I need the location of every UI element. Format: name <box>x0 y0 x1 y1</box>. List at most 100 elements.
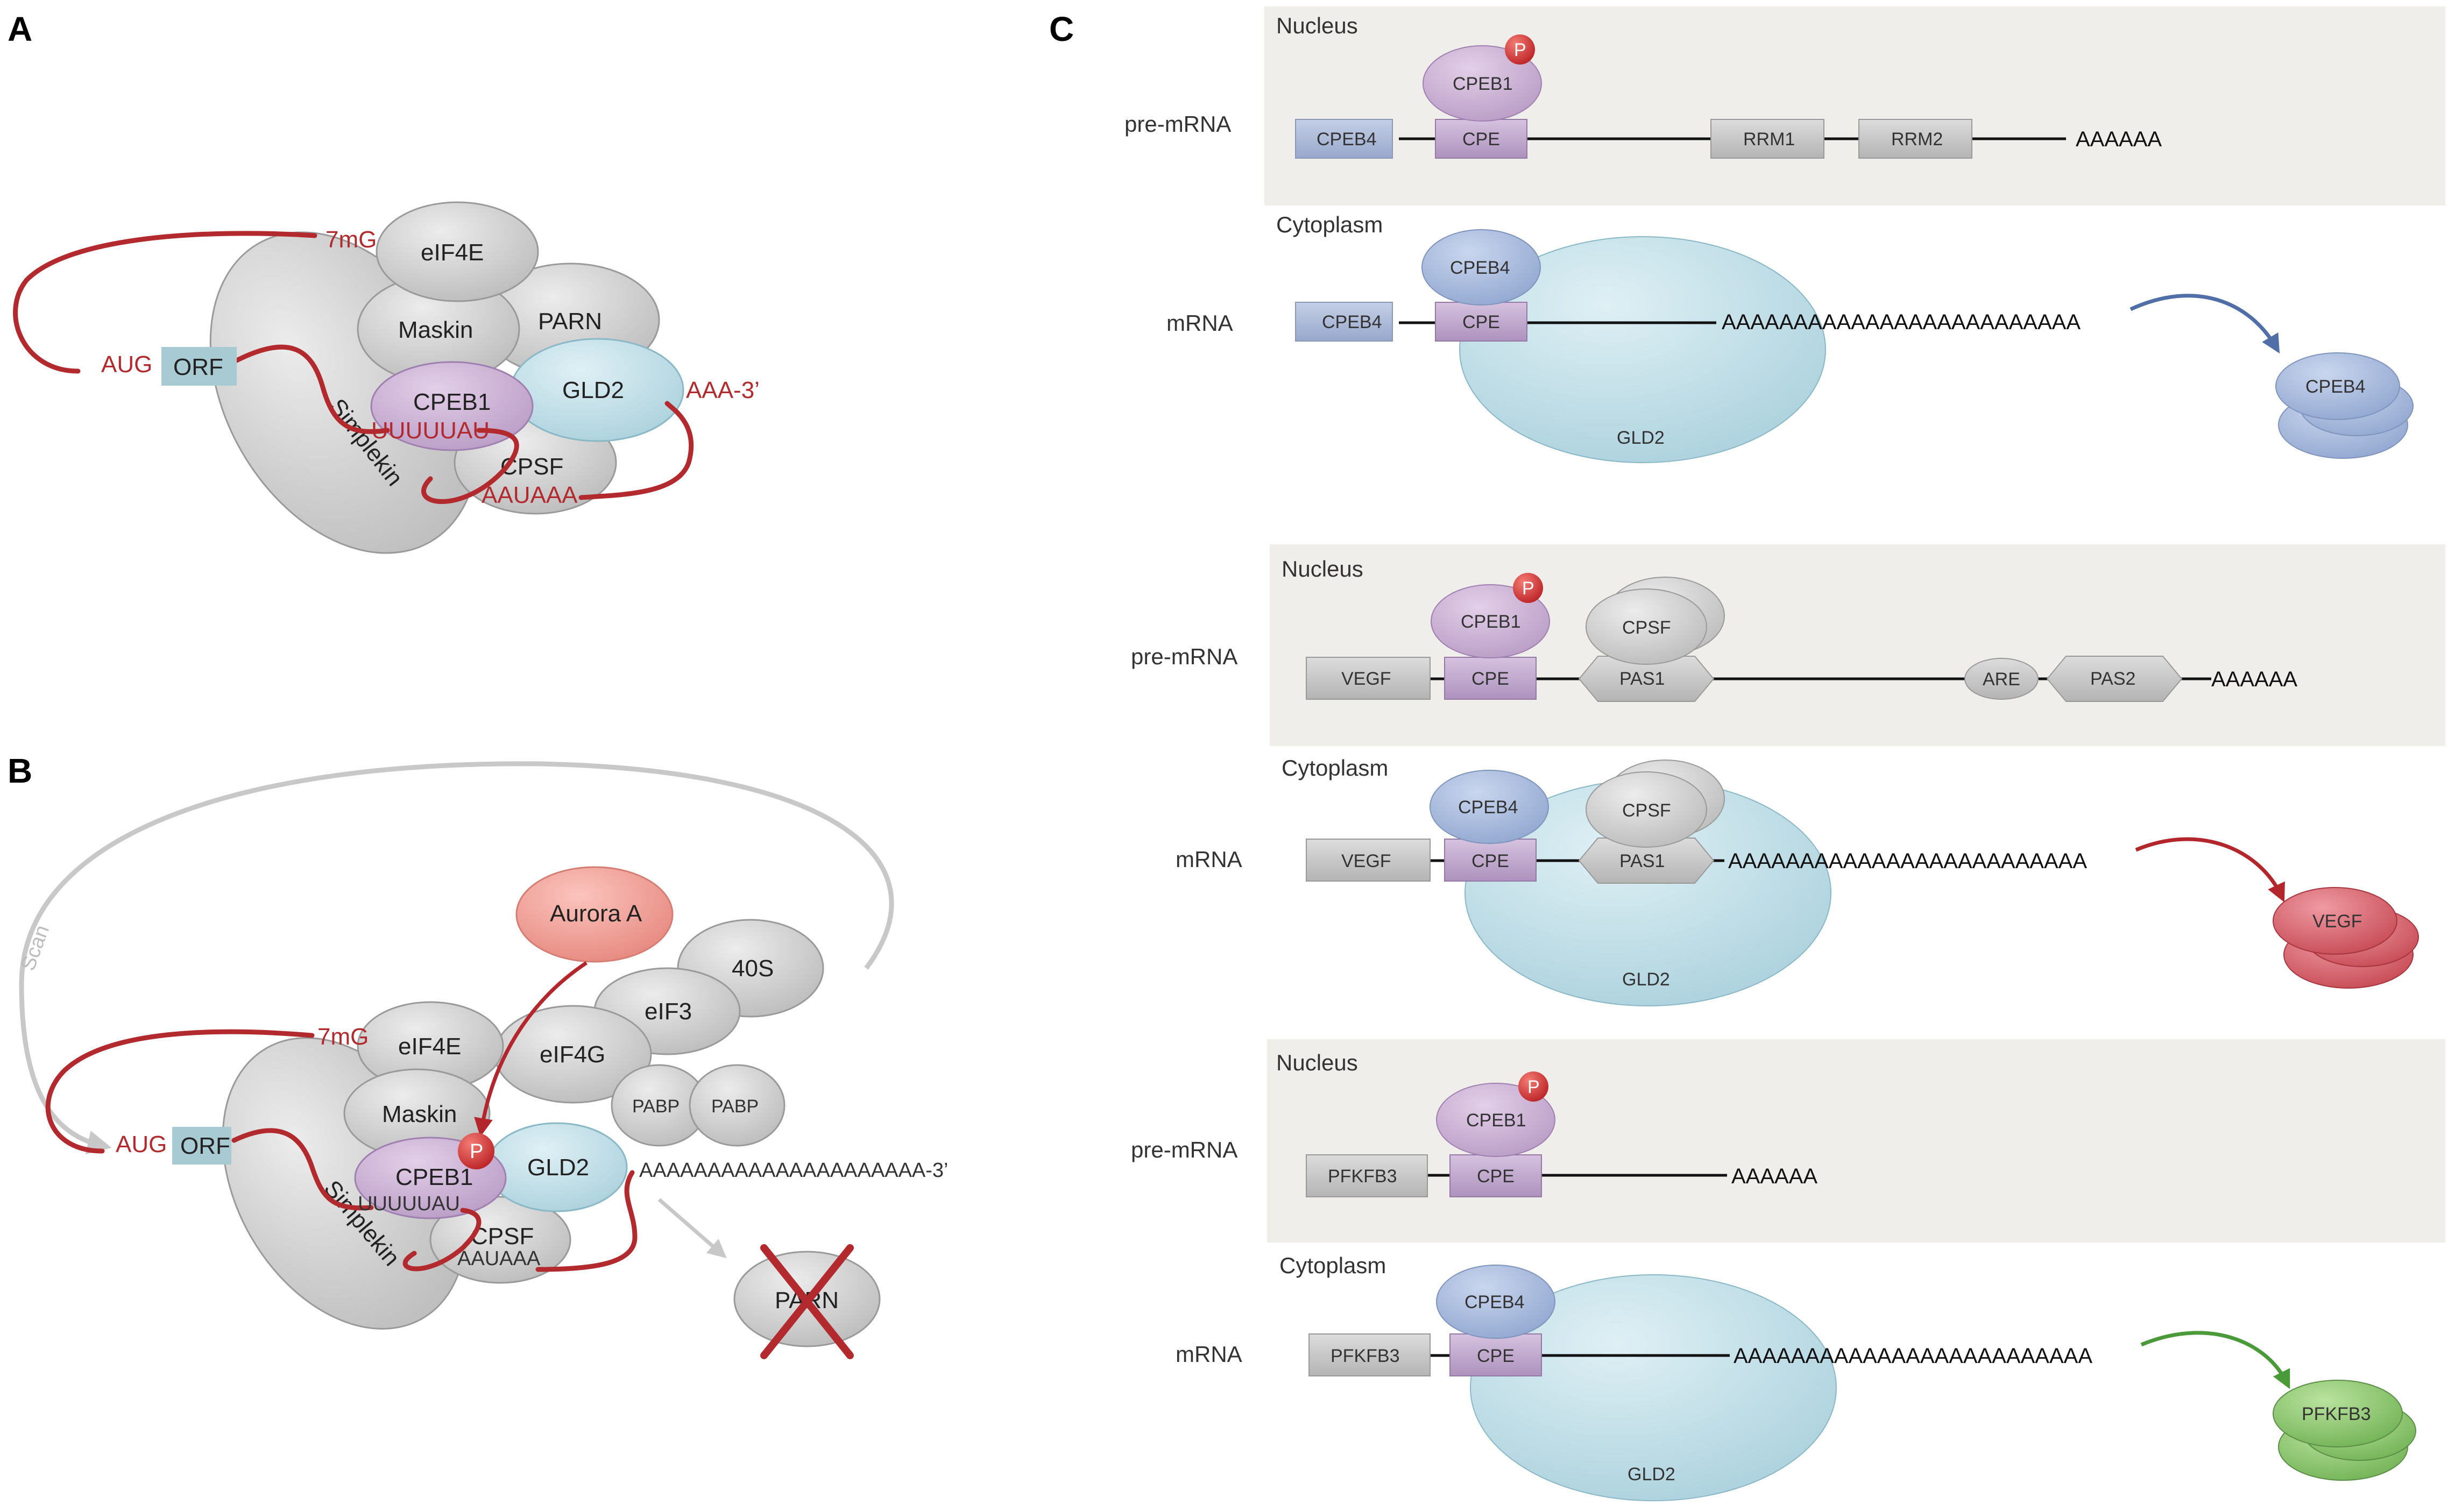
m-vegf-exon-label-2: VEGF <box>1341 851 1391 871</box>
phosphate-icon-3 <box>1518 1071 1548 1102</box>
cpeb1-protein-label-3: CPEB1 <box>1466 1110 1526 1131</box>
m-cpe-label-1: CPE <box>1462 312 1500 332</box>
m-tail-1: AAAAAAAAAAAAAAAAAAAAAAAAA <box>1722 310 2081 334</box>
aug-label-a: AUG <box>101 351 152 378</box>
m-cpeb4-protein-1 <box>1421 229 1541 306</box>
m-tail-2: AAAAAAAAAAAAAAAAAAAAAAAAA <box>1728 849 2087 873</box>
cap-label-a: 7mG <box>326 226 377 253</box>
cpeb1-shape <box>370 361 534 451</box>
nucleus-label-3: Nucleus <box>1276 1050 1358 1075</box>
pas-seq-b: AAUAAA <box>457 1247 541 1270</box>
eif4e-label-b: eIF4E <box>398 1033 461 1060</box>
rrm1-box <box>1710 119 1824 159</box>
orf-label-a: ORF <box>173 354 223 380</box>
m-cpsf-label-2: CPSF <box>1622 800 1671 821</box>
cpe-box-2 <box>1444 657 1537 700</box>
m-cpe-box-1 <box>1435 302 1527 342</box>
scan-arc <box>19 761 894 1155</box>
cap-label-b: 7mG <box>317 1024 369 1050</box>
pre-mrna-label-2: pre-mRNA <box>1131 644 1237 669</box>
translation-arrow-1 <box>2129 294 2280 354</box>
orf-box-b <box>172 1127 231 1165</box>
gld2-label: GLD2 <box>562 377 624 403</box>
parn-label: PARN <box>538 308 602 335</box>
mrna-label-1: mRNA <box>1166 310 1233 336</box>
pas-seq-a: AAUAAA <box>482 482 578 508</box>
product-pfkfb3-front <box>2273 1380 2403 1447</box>
cpsf-label-2: CPSF <box>1622 617 1671 638</box>
m-cpeb4-exon-label-1: CPEB4 <box>1322 312 1382 332</box>
nucleus-label-2: Nucleus <box>1282 556 1363 581</box>
pas1-box-2 <box>1578 656 1715 702</box>
cpeb1-label: CPEB1 <box>413 389 491 415</box>
aurora-a-shape <box>515 866 674 963</box>
m-cpe-label-2: CPE <box>1471 851 1509 871</box>
phosphate-label-b: P <box>470 1140 483 1163</box>
cpeb1-protein-1 <box>1423 45 1542 122</box>
rrm1-label: RRM1 <box>1743 129 1795 150</box>
cpe-seq-b: UUUUUAU <box>358 1192 460 1215</box>
cpeb1-protein-label-2: CPEB1 <box>1461 612 1521 632</box>
pfkfb3-exon-label-3: PFKFB3 <box>1328 1166 1397 1187</box>
product-vegf-front <box>2273 887 2397 955</box>
m-pfkfb3-exon-3 <box>1308 1333 1431 1376</box>
m-cpsf-front-2 <box>1586 771 1707 848</box>
product-label-1: CPEB4 <box>2305 377 2366 397</box>
panel-b-letter: B <box>8 751 32 790</box>
m-vegf-exon-2 <box>1306 839 1431 882</box>
orf-box-a <box>161 347 237 386</box>
eif4e-label: eIF4E <box>421 239 484 266</box>
gld2-label-c2: GLD2 <box>1622 969 1670 990</box>
gld2-to-parn-arrow <box>657 1198 727 1259</box>
pabp-label-1: PABP <box>632 1096 680 1117</box>
m-cpeb4-protein-2 <box>1430 770 1549 844</box>
phosphate-label-3: P <box>1527 1077 1540 1097</box>
cpe-label-2: CPE <box>1471 669 1509 689</box>
cpe-label-3: CPE <box>1477 1166 1515 1187</box>
maskin-label: Maskin <box>398 317 473 343</box>
cpsf-front-2 <box>1586 588 1707 665</box>
nucleus-label-1: Nucleus <box>1276 13 1358 38</box>
vegf-exon-2 <box>1306 657 1431 700</box>
cpeb1-protein-2 <box>1431 584 1550 658</box>
pre-tail-2: AAAAAA <box>2211 668 2297 691</box>
pabp-label-2: PABP <box>711 1096 759 1117</box>
product-cpeb4-front <box>2275 352 2400 420</box>
cpsf-shape-b <box>429 1196 571 1284</box>
m-cpeb4-exon-1 <box>1295 302 1393 342</box>
mrna-line-b <box>45 1029 638 1272</box>
gld2-label-c1: GLD2 <box>1617 428 1665 448</box>
block-cpeb4: Nucleus pre-mRNA CPEB4 CPE RRM1 RRM2 AAA… <box>1124 6 2445 463</box>
gld2-blob-1 <box>1459 236 1826 463</box>
cytoplasm-label-2: Cytoplasm <box>1282 755 1388 780</box>
m-cpe-box-3 <box>1449 1333 1542 1376</box>
m-pas1-box-2 <box>1578 837 1715 884</box>
panel-c: C Nucleus pre-mRNA CPEB4 CPE RRM1 RRM2 A… <box>1049 6 2445 1501</box>
cpe-label-1: CPE <box>1462 129 1500 150</box>
phosphate-icon-b <box>458 1133 494 1169</box>
pas1-label-2: PAS1 <box>1619 669 1665 689</box>
mrna-label-2: mRNA <box>1176 847 1242 872</box>
m-pas1-label-2: PAS1 <box>1619 851 1665 871</box>
phosphate-icon-1 <box>1505 34 1535 65</box>
m-cpe-label-3: CPE <box>1477 1346 1515 1366</box>
panel-c-letter: C <box>1049 10 1074 48</box>
pfkfb3-exon-3 <box>1306 1154 1428 1197</box>
polya-label-a: AAA-3’ <box>686 377 760 403</box>
product-label-2: VEGF <box>2312 911 2362 932</box>
vegf-exon-label-2: VEGF <box>1341 669 1391 689</box>
mrna-label-3: mRNA <box>1176 1341 1242 1367</box>
orf-label-b: ORF <box>180 1133 230 1159</box>
are-label-2: ARE <box>1983 669 2020 690</box>
translation-arrow-2 <box>2135 837 2285 903</box>
panel-a: A Simplekin CPSF PARN Maskin eIF4E GLD2 … <box>8 10 760 554</box>
m-cpe-box-2 <box>1444 839 1537 882</box>
block-pfkfb3: Nucleus pre-mRNA PFKFB3 CPE AAAAAA CPEB1… <box>1131 1039 2445 1501</box>
cpeb1-protein-label-1: CPEB1 <box>1453 74 1513 94</box>
mrna-line-a <box>13 231 694 504</box>
pas2-label-2: PAS2 <box>2090 669 2135 689</box>
40s-label: 40S <box>732 955 774 982</box>
m-cpeb4-protein-label-1: CPEB4 <box>1450 258 1510 278</box>
pre-mrna-label-1: pre-mRNA <box>1124 111 1231 137</box>
